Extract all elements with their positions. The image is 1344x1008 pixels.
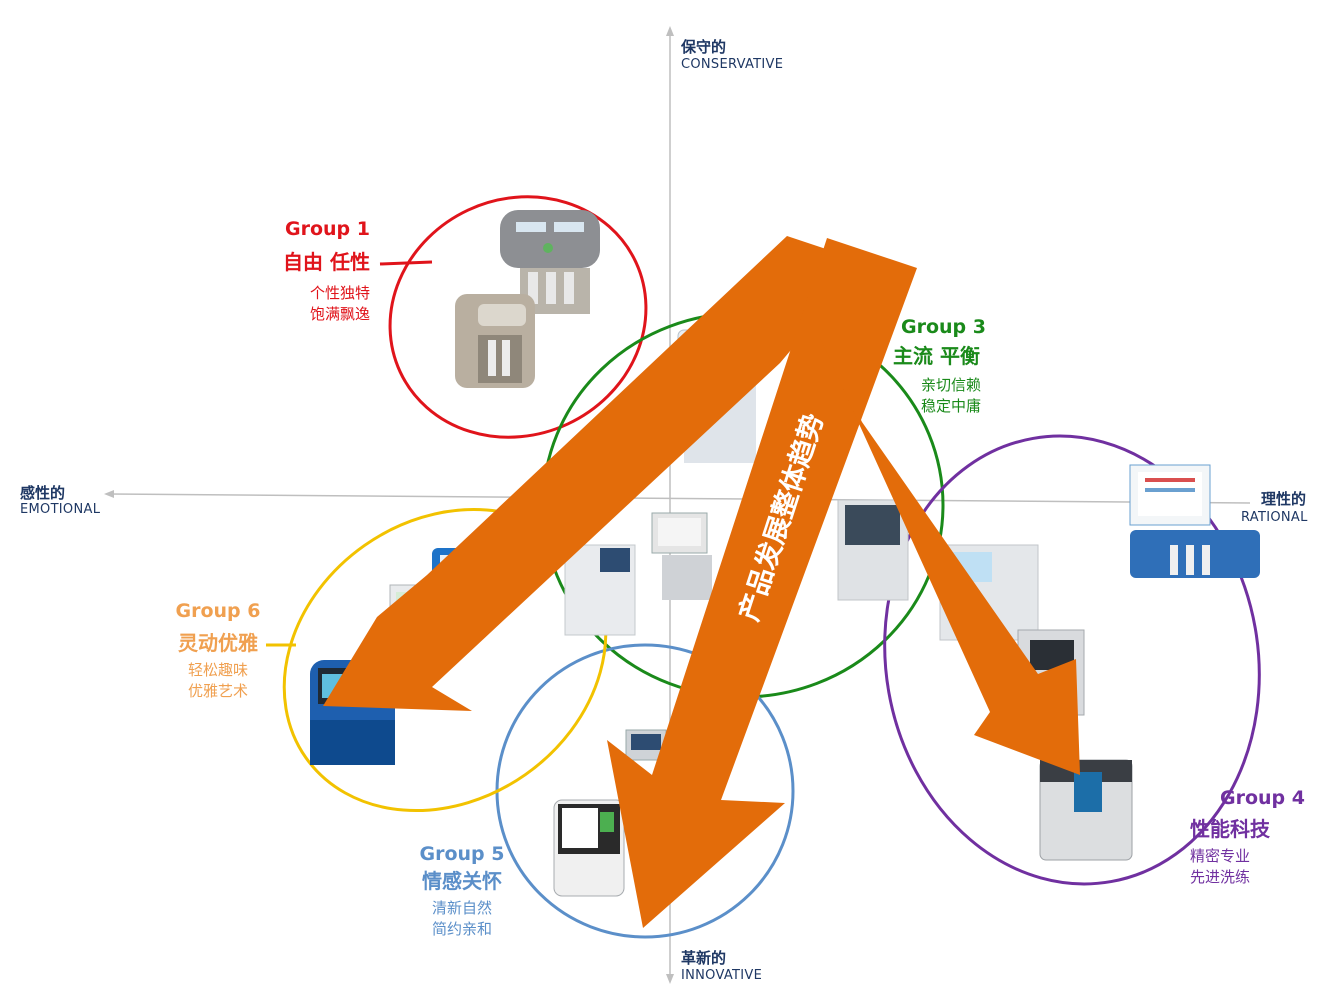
group1-desc-1: 个性独特 [309,284,370,302]
group3-keywords: 主流 平衡 [893,344,980,368]
axis-arrow-bottom [666,974,674,984]
group6-desc-1: 轻松趣味 [187,661,248,679]
axis-bottom-cn: 革新的 [681,949,727,967]
group3-title: Group 3 [901,316,986,338]
group5-desc-1: 清新自然 [431,899,492,917]
group1-label: Group 1 自由 任性 个性独特 饱满飘逸 [270,218,370,325]
axis-right-en: RATIONAL [1241,510,1308,525]
group3-desc-1: 亲切信赖 [921,376,982,394]
group6-desc-2: 优雅艺术 [187,682,248,700]
group4-keywords: 性能科技 [1190,817,1270,841]
group1-ring [388,195,648,439]
axis-left-cn: 感性的 [20,484,66,502]
horizontal-axis [107,493,1251,504]
group4-desc-2: 先进洗练 [1190,868,1251,886]
axis-arrow-left [104,490,114,498]
axis-top-en: CONSERVATIVE [681,57,784,72]
axis-top-cn: 保守的 [681,38,727,56]
group1-title: Group 1 [285,218,370,240]
group5-label: Group 5 情感关怀 清新自然 简约亲和 [414,843,510,940]
group5-title: Group 5 [419,843,505,865]
axis-arrow-top [666,26,674,36]
group3-desc-2: 稳定中庸 [921,397,982,415]
group1-keywords: 自由 任性 [283,250,370,274]
axis-bottom-en: INNOVATIVE [681,968,763,983]
group6-keywords: 灵动优雅 [178,631,258,655]
group4-ring [883,434,1261,886]
group1-leader [379,260,433,266]
group5-keywords: 情感关怀 [422,869,502,893]
group1-device-image [455,210,600,388]
trend-arrow-to-group5 [607,238,917,928]
group6-title: Group 6 [175,600,261,622]
axis-right-cn: 理性的 [1261,490,1307,508]
group1-desc-2: 饱满飘逸 [309,305,370,323]
trend-arrow-to-group4 [820,338,1080,775]
group4-title: Group 4 [1220,787,1305,809]
group6-label: Group 6 灵动优雅 轻松趣味 优雅艺术 [168,600,268,702]
group3-label: Group 3 主流 平衡 亲切信赖 稳定中庸 [893,316,986,417]
axis-left-en: EMOTIONAL [20,502,101,517]
group5-desc-2: 简约亲和 [431,920,492,938]
trend-arrows [323,236,1080,928]
trend-arrow-to-group6 [323,236,865,711]
group4-desc-1: 精密专业 [1190,847,1251,865]
group4-label: Group 4 性能科技 精密专业 先进洗练 [1190,787,1305,888]
